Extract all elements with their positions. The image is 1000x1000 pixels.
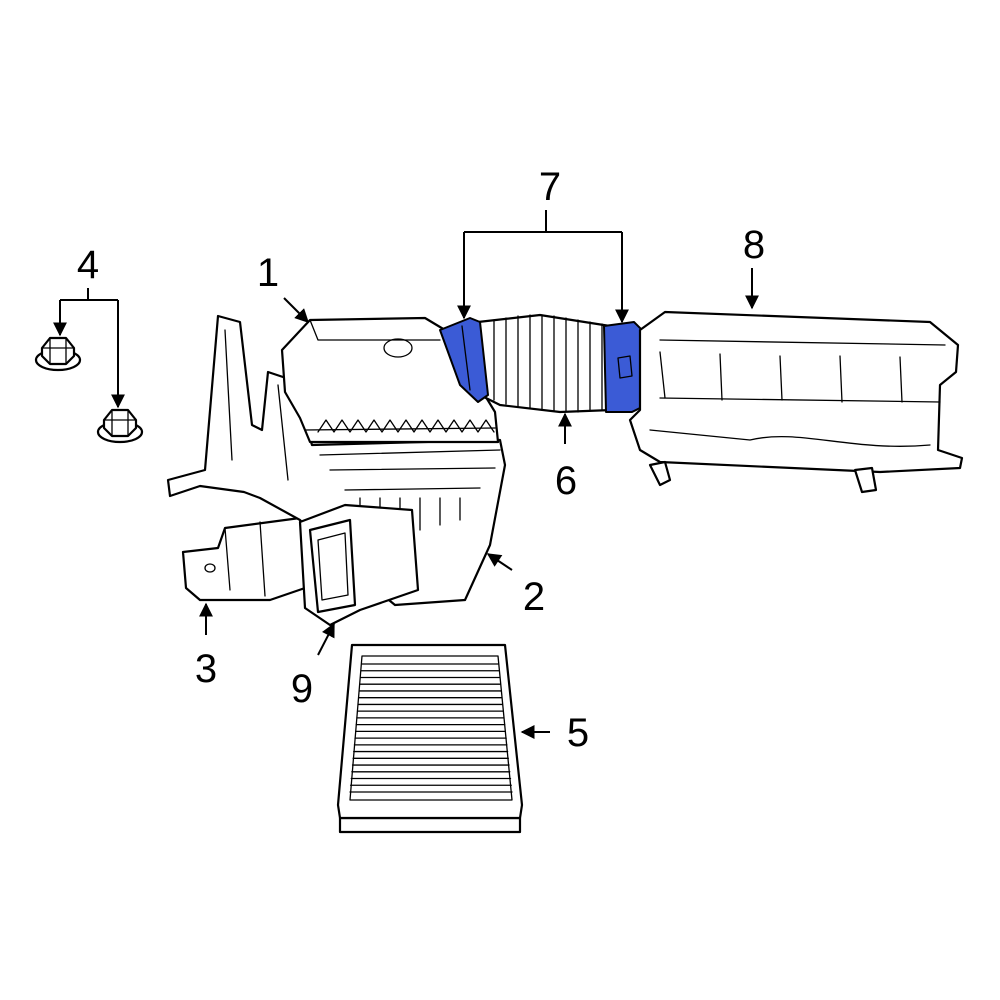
callout-3: 3 xyxy=(195,647,217,691)
callout-4: 4 xyxy=(77,243,99,287)
nut-lower[interactable] xyxy=(96,408,144,444)
callout-labels: 1 2 3 4 5 6 7 8 9 xyxy=(77,165,765,755)
hose-clamp-right[interactable] xyxy=(603,321,643,413)
callout-8: 8 xyxy=(743,223,765,267)
upper-cover[interactable] xyxy=(280,316,500,444)
intake-duct[interactable] xyxy=(298,503,420,627)
callout-9: 9 xyxy=(291,667,313,711)
callout-6: 6 xyxy=(555,459,577,503)
leader-lines xyxy=(53,210,759,739)
air-filter[interactable] xyxy=(336,643,524,834)
callout-5: 5 xyxy=(567,711,589,755)
callout-1: 1 xyxy=(257,251,279,295)
outlet-duct[interactable] xyxy=(628,310,964,494)
nut-upper[interactable] xyxy=(34,336,82,372)
flex-hose[interactable] xyxy=(476,313,614,414)
callout-7: 7 xyxy=(539,165,561,209)
filter-pleats xyxy=(349,663,513,793)
mounting-bracket[interactable] xyxy=(181,516,307,602)
callout-2: 2 xyxy=(523,575,545,619)
